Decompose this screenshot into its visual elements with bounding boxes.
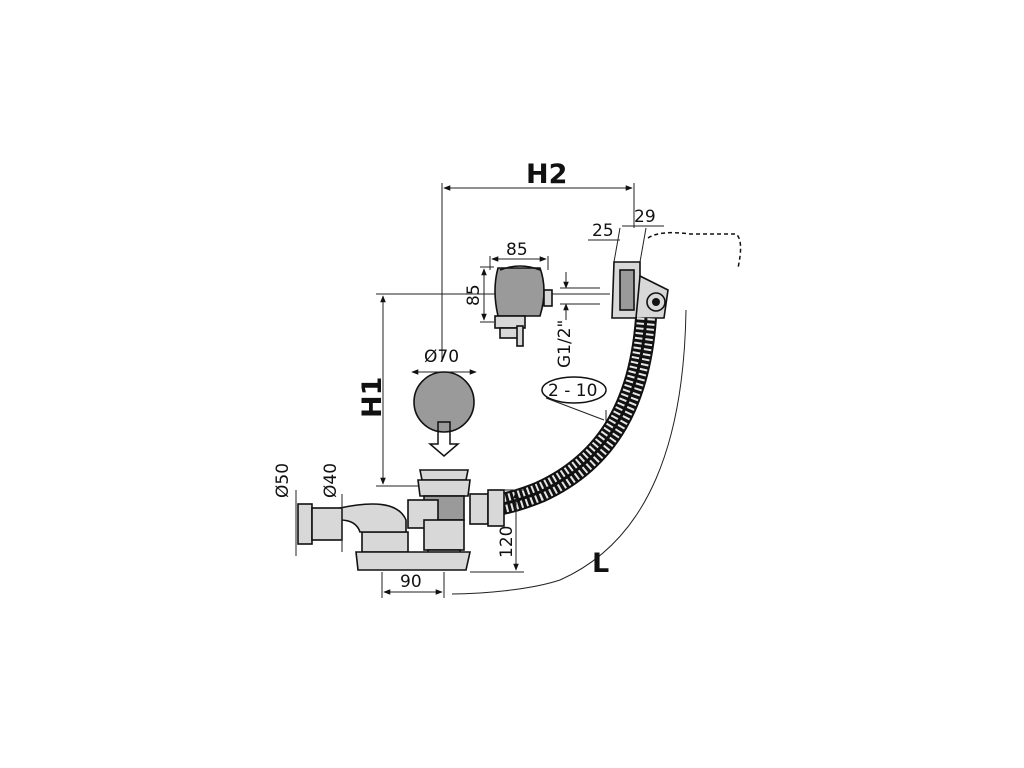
diameter-50-label: Ø50: [273, 463, 293, 498]
thread-dimension: G1/2": [555, 272, 600, 368]
plug-diameter-70: Ø70: [411, 347, 477, 457]
wall-thickness-range: 2 - 10: [541, 376, 617, 426]
h1-dimension: H1: [357, 293, 610, 487]
down-arrow-icon: [427, 421, 461, 457]
h2-label: H2: [526, 159, 567, 190]
thread-label: G1/2": [555, 320, 575, 368]
width-85-label: 85: [506, 240, 528, 260]
h1-label: H1: [357, 377, 388, 418]
width-90-dimension: 90: [381, 572, 445, 598]
overflow-depth-dimensions: 29 25: [588, 207, 742, 269]
overflow-body: [611, 261, 669, 319]
range-label: 2 - 10: [548, 381, 597, 401]
height-85-label: 85: [464, 284, 484, 306]
overflow-handle-drawing: 85 85: [464, 240, 553, 347]
dim-25-label: 25: [592, 221, 614, 241]
dim-90-label: 90: [400, 572, 422, 592]
pipe-diameter-dimensions: Ø50 Ø40: [273, 463, 343, 556]
dim-29-label: 29: [634, 207, 656, 227]
diameter-40-label: Ø40: [321, 463, 341, 498]
h2-dimension: H2: [441, 159, 635, 360]
height-120-dimension: 120: [470, 489, 524, 573]
l-dimension: L: [451, 309, 687, 595]
dim-120-label: 120: [497, 526, 517, 558]
l-label: L: [592, 548, 609, 579]
diameter-70-label: Ø70: [424, 347, 459, 367]
